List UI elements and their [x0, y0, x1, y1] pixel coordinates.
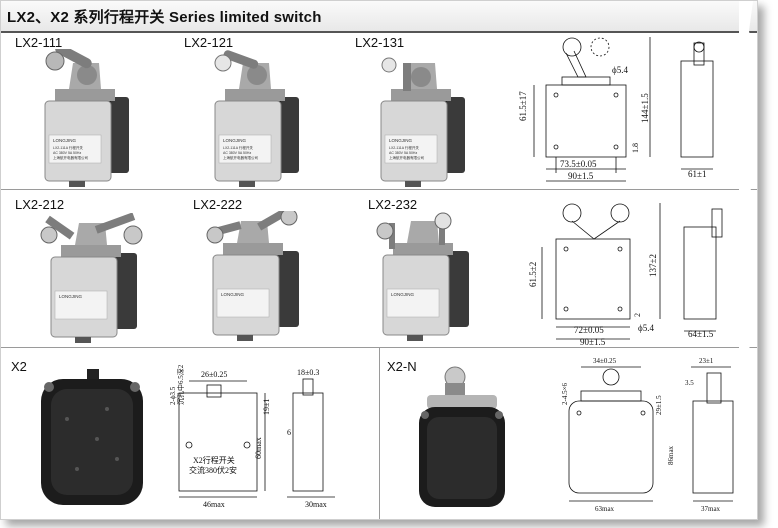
svg-text:86max: 86max	[667, 445, 675, 465]
svg-text:AC 380V 5A 50Hz: AC 380V 5A 50Hz	[53, 151, 81, 155]
svg-text:ϕ5.4: ϕ5.4	[638, 323, 654, 333]
page-title: LX2、X2 系列行程开关 Series limited switch	[7, 9, 322, 26]
svg-text:29±1.5: 29±1.5	[655, 395, 663, 415]
svg-text:LONGJING: LONGJING	[221, 292, 245, 297]
model-label-4: LX2-212	[15, 197, 65, 212]
model-label-5: LX2-222	[193, 197, 243, 212]
svg-text:ϕ5.4: ϕ5.4	[612, 65, 628, 75]
svg-text:2-4.5×6: 2-4.5×6	[561, 382, 569, 405]
svg-text:1.8: 1.8	[631, 143, 640, 153]
row-series-1: LX2-111 LX2-121 LX2-131 LONGJING LX2-111…	[1, 33, 757, 190]
model-label-x2n: X2-N	[387, 359, 417, 374]
svg-text:73.5±0.05: 73.5±0.05	[560, 159, 597, 169]
svg-text:63max: 63max	[595, 505, 615, 513]
svg-text:LONGJING: LONGJING	[391, 292, 415, 297]
svg-text:LX2-111A 行程开关: LX2-111A 行程开关	[389, 145, 419, 150]
svg-text:26±0.25: 26±0.25	[201, 370, 227, 379]
svg-text:37max: 37max	[701, 505, 721, 513]
svg-text:3.5: 3.5	[685, 379, 694, 387]
column-divider	[379, 348, 380, 519]
svg-text:18±0.3: 18±0.3	[297, 368, 319, 377]
svg-text:LONGJING: LONGJING	[223, 138, 247, 143]
svg-text:72±0.05: 72±0.05	[574, 325, 604, 335]
model-label-6: LX2-232	[368, 197, 418, 212]
svg-text:61.5±17: 61.5±17	[518, 91, 528, 121]
switch-photo-lx2-111: LONGJING LX2-111A 行程开关 AC 380V 5A 50Hz 上…	[44, 49, 129, 187]
model-label-3: LX2-131	[355, 35, 405, 50]
svg-text:AC 380V 5A 50Hz: AC 380V 5A 50Hz	[389, 151, 417, 155]
svg-text:AC 380V 5A 50Hz: AC 380V 5A 50Hz	[223, 151, 251, 155]
svg-text:60max: 60max	[254, 437, 263, 459]
svg-text:90±1.5: 90±1.5	[580, 337, 606, 347]
svg-text:LONGJING: LONGJING	[53, 138, 77, 143]
model-label-x2: X2	[11, 359, 27, 374]
dimension-drawing-x2: 2-ϕ3.5 沉孔中6.5深2 26±0.25 18±0.3 19±1 60ma…	[169, 365, 335, 509]
dimension-drawing-row2: 61.5±2 72±0.05 90±1.5 ϕ5.4 137±2 2 64±1.…	[528, 203, 723, 347]
svg-text:上海航开电器有限公司: 上海航开电器有限公司	[389, 155, 424, 160]
switch-photo-lx2-121: LONGJING LX2-111A 行程开关 AC 380V 5A 50Hz 上…	[214, 50, 299, 187]
svg-text:19±1: 19±1	[262, 399, 271, 415]
model-label-2: LX2-121	[184, 35, 234, 50]
torn-edge	[739, 1, 755, 519]
svg-text:2: 2	[633, 313, 642, 317]
dimension-drawing-row1: 61.5±17 73.5±0.05 90±1.5 ϕ5.4 144±1.5 1.…	[518, 37, 714, 182]
svg-text:6: 6	[287, 428, 291, 437]
switch-photo-lx2-212: LONGJING	[40, 213, 143, 343]
svg-text:90±1.5: 90±1.5	[568, 171, 594, 181]
svg-text:64±1.5: 64±1.5	[688, 329, 714, 339]
svg-text:61±1: 61±1	[688, 169, 706, 179]
catalog-sheet: LX2、X2 系列行程开关 Series limited switch LX2-…	[0, 0, 758, 520]
svg-text:46max: 46max	[203, 500, 225, 509]
dimension-drawing-x2n: 34±0.25 23±1 2-4.5×6 3.5 29±1.5 86max 63…	[561, 357, 734, 513]
switch-photo-lx2-222: LONGJING	[206, 211, 299, 341]
svg-text:137±2: 137±2	[648, 254, 658, 277]
model-label-1: LX2-111	[15, 35, 63, 50]
svg-text:LONGJING: LONGJING	[59, 294, 83, 299]
svg-text:30max: 30max	[305, 500, 327, 509]
switch-photo-x2	[41, 369, 143, 505]
svg-text:LX2-111A 行程开关: LX2-111A 行程开关	[53, 145, 83, 150]
switch-photo-x2n	[419, 366, 505, 507]
svg-text:144±1.5: 144±1.5	[640, 93, 650, 123]
title-bar: LX2、X2 系列行程开关 Series limited switch	[1, 1, 757, 33]
svg-text:34±0.25: 34±0.25	[593, 357, 617, 365]
svg-text:2-ϕ3.5: 2-ϕ3.5	[169, 386, 177, 405]
svg-text:X2行程开关: X2行程开关	[193, 455, 235, 465]
svg-text:LX2-111A 行程开关: LX2-111A 行程开关	[223, 145, 253, 150]
switch-photo-lx2-232: LONGJING	[376, 212, 469, 341]
svg-text:上海航开电器有限公司: 上海航开电器有限公司	[53, 155, 88, 160]
row-series-2: LX2-212 LX2-222 LX2-232 LONGJING	[1, 191, 757, 348]
svg-text:上海航开电器有限公司: 上海航开电器有限公司	[223, 155, 258, 160]
svg-text:23±1: 23±1	[699, 357, 714, 365]
svg-text:沉孔中6.5深2: 沉孔中6.5深2	[176, 365, 185, 405]
svg-text:61.5±2: 61.5±2	[528, 262, 538, 287]
switch-photo-lx2-131: LONGJING LX2-111A 行程开关 AC 380V 5A 50Hz 上…	[380, 57, 465, 187]
svg-text:交流380伏2安: 交流380伏2安	[189, 465, 237, 475]
svg-text:LONGJING: LONGJING	[389, 138, 413, 143]
